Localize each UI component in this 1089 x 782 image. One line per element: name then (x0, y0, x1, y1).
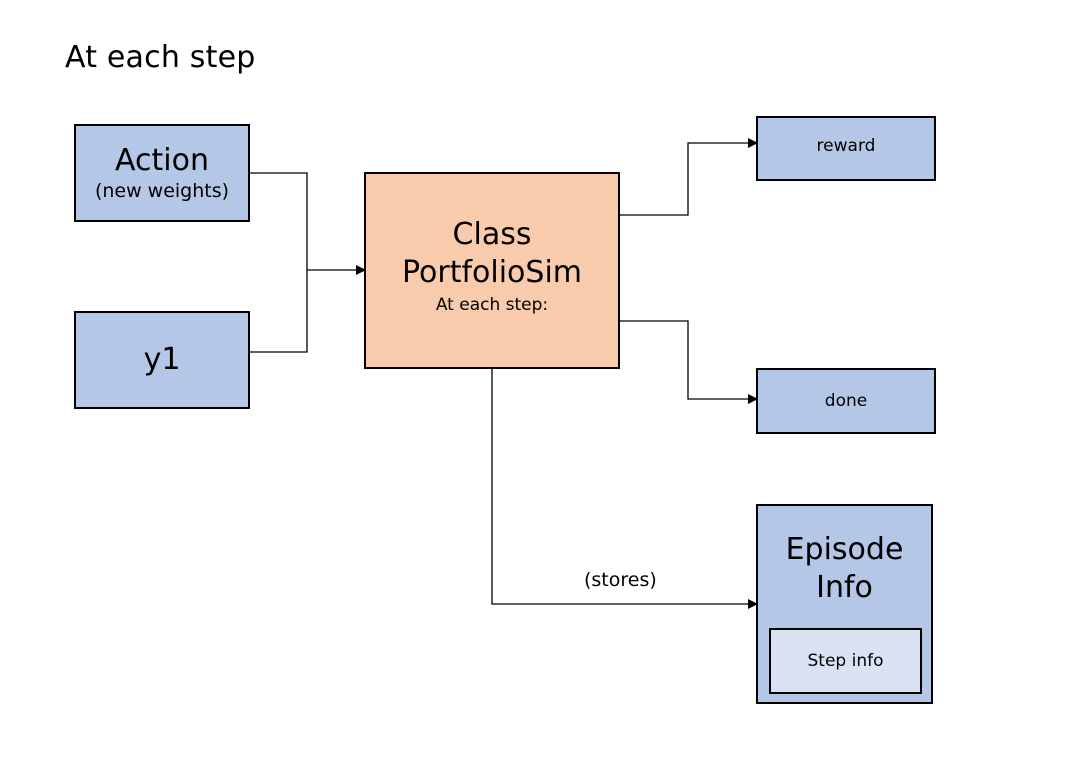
y1-node: y1 (74, 311, 250, 409)
action-title: Action (115, 142, 209, 178)
reward-node: reward (756, 116, 936, 181)
action-node: Action (new weights) (74, 124, 250, 222)
sim-line1: Class (452, 217, 532, 252)
sim-subtitle: At each step: (435, 295, 549, 315)
y1-title: y1 (143, 342, 181, 378)
page-title: At each step (65, 40, 256, 75)
portfoliosim-node: Class PortfolioSim At each step: (364, 172, 620, 369)
done-node: done (756, 368, 936, 434)
edge-sim-to-episode (491, 368, 758, 609)
edge-y1-to-sim (249, 270, 308, 353)
action-subtitle: (new weights) (94, 180, 230, 203)
done-title: done (824, 391, 868, 411)
sim-line2: PortfolioSim (401, 254, 582, 290)
edge-sim-to-reward (620, 138, 758, 216)
episode-line2: Info (816, 569, 873, 605)
edge-sim-to-done (620, 320, 758, 404)
step-info-label: Step info (807, 651, 884, 671)
edge-action-to-sim (249, 172, 308, 270)
reward-title: reward (816, 135, 876, 156)
episode-line1: Episode (785, 532, 904, 567)
step-info-node: Step info (769, 628, 922, 694)
episode-info-node: Episode Info Step info (756, 504, 933, 704)
stores-label: (stores) (584, 569, 657, 591)
